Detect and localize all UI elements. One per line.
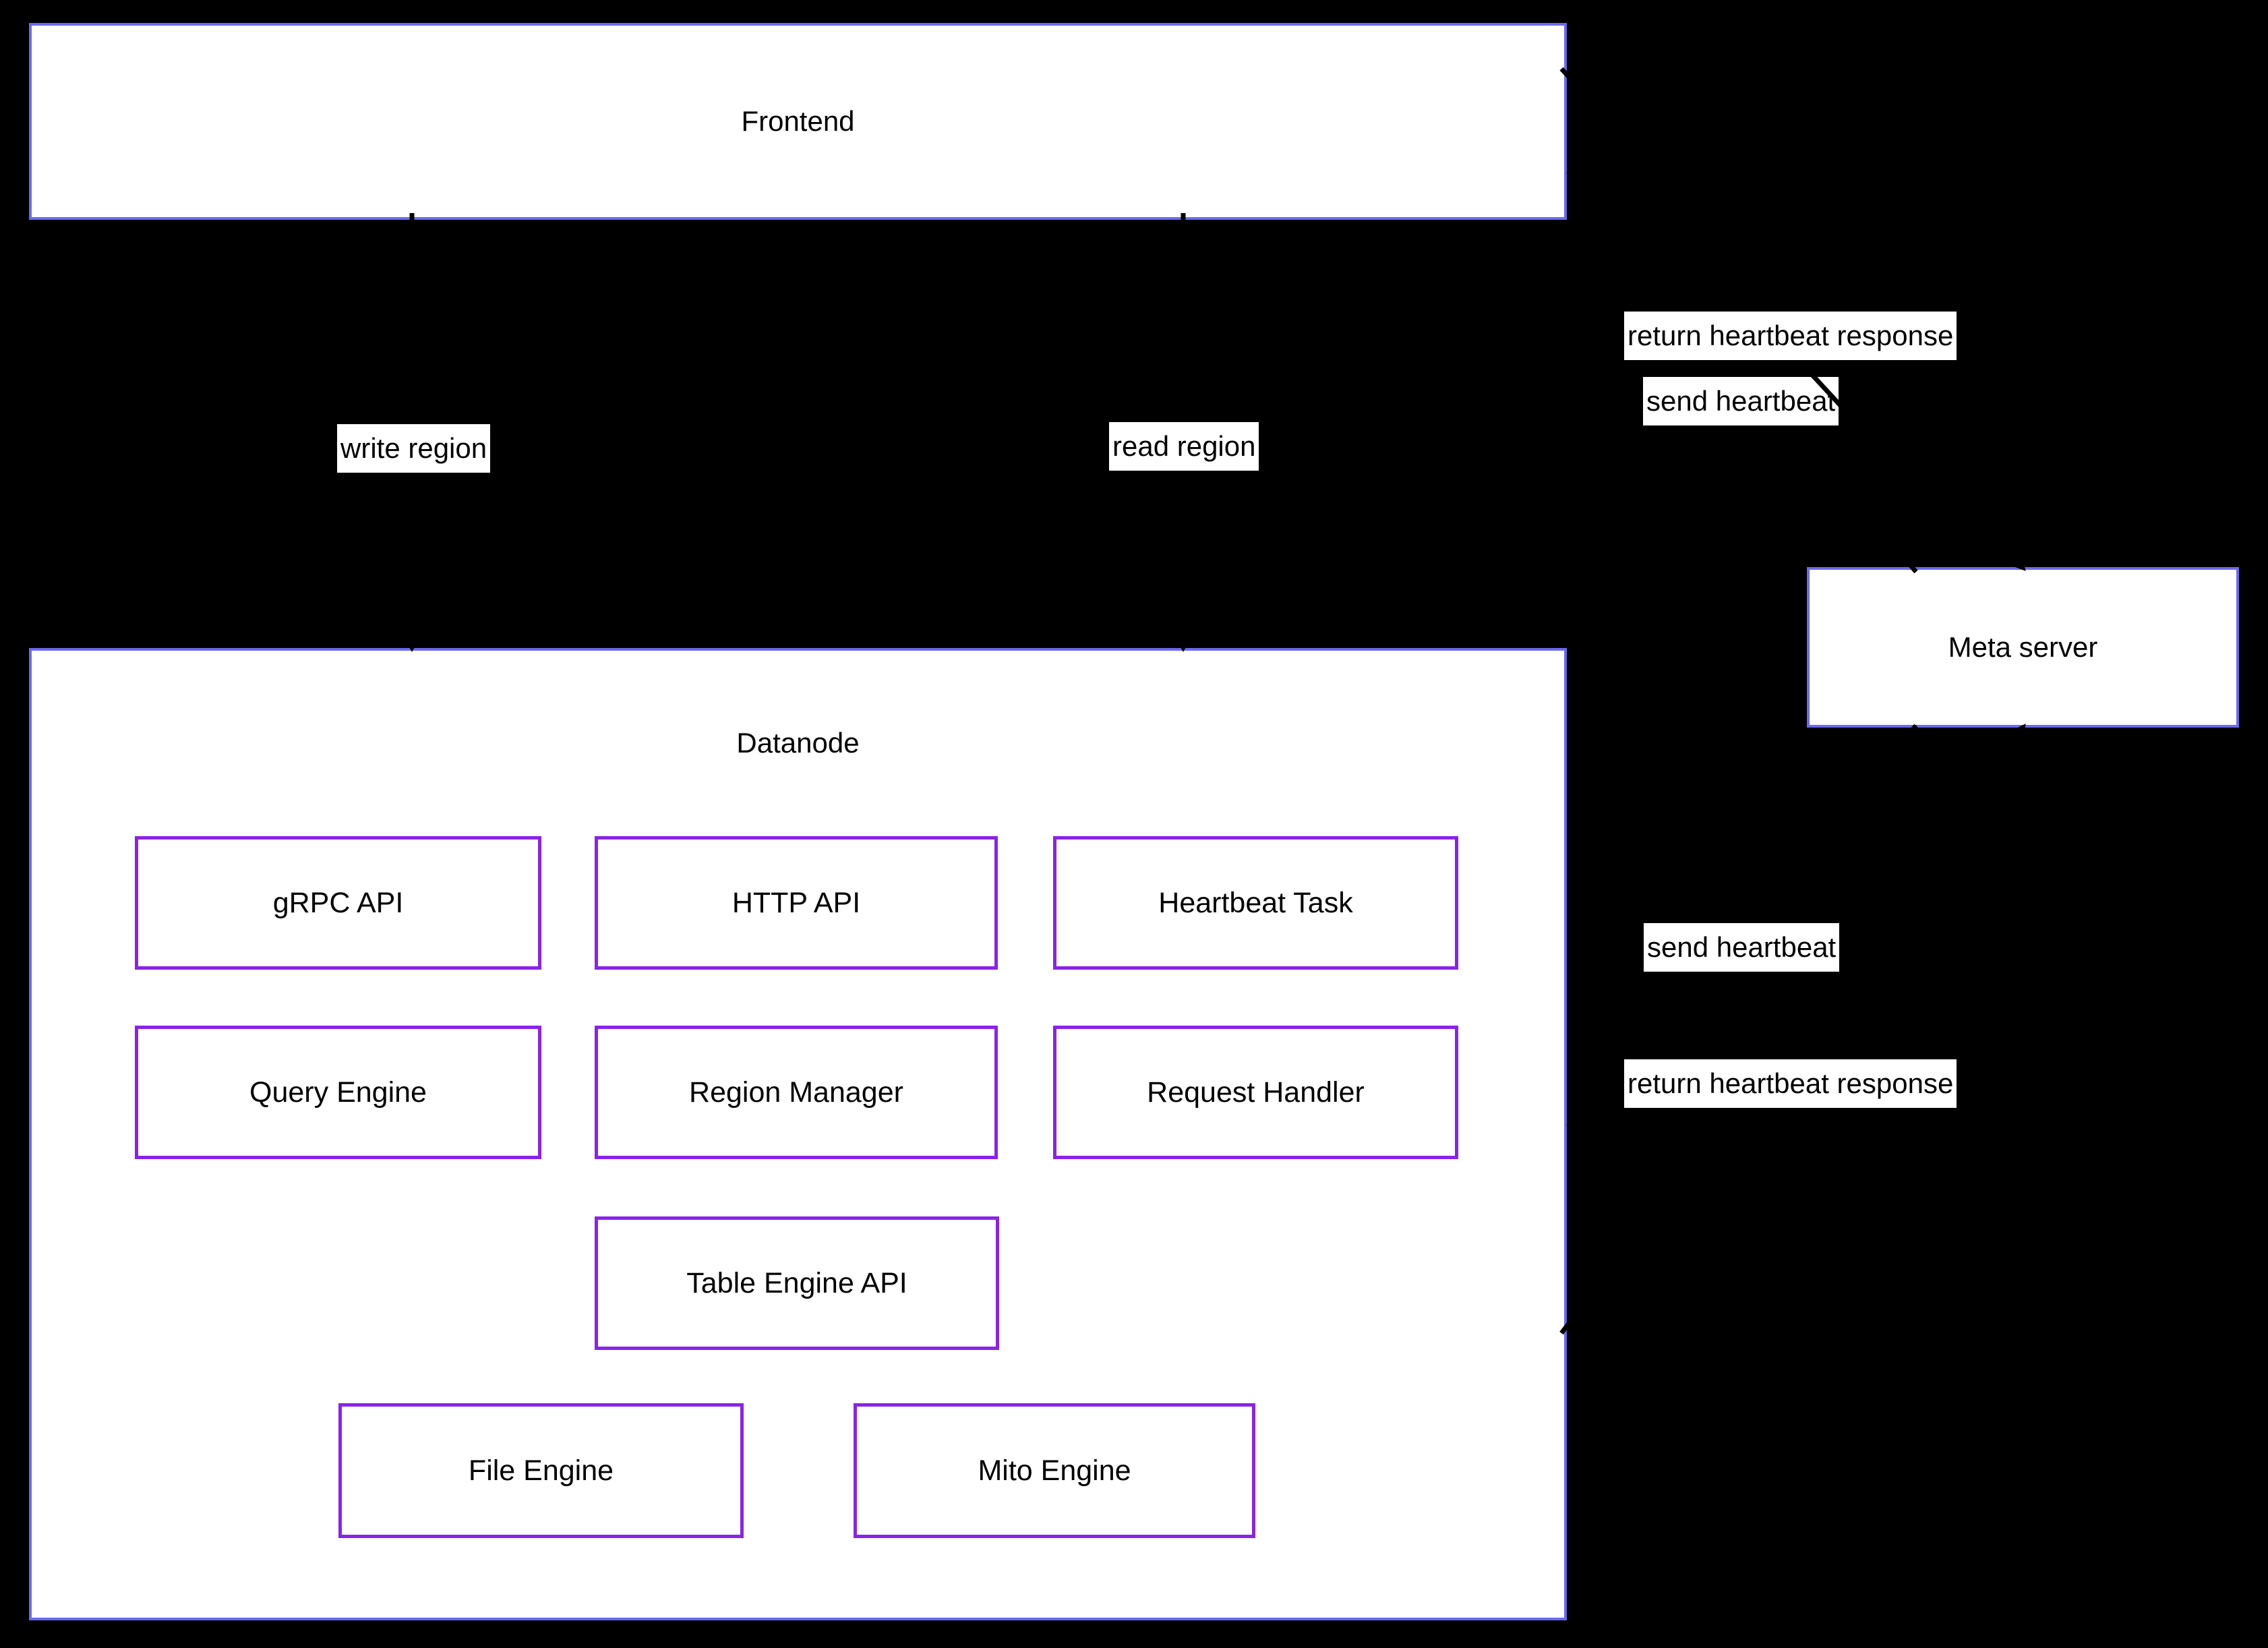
node-frontend-label: Frontend [741, 105, 855, 137]
node-heartbeat-task-label: Heartbeat Task [1158, 886, 1353, 919]
node-region-manager: Region Manager [595, 1026, 998, 1159]
node-http-api: HTTP API [595, 836, 998, 970]
node-region-manager-label: Region Manager [689, 1076, 903, 1109]
node-request-handler-label: Request Handler [1147, 1076, 1365, 1109]
node-frontend: Frontend [29, 23, 1567, 220]
edge-label-return-heartbeat-response-top: return heartbeat response [1624, 312, 1957, 360]
node-grpc-api-label: gRPC API [272, 886, 404, 919]
node-grpc-api: gRPC API [135, 836, 541, 970]
edge-label-write-region: write region [337, 424, 491, 473]
node-http-api-label: HTTP API [732, 886, 861, 919]
arrow-meta-return-heartbeat-frontend [1566, 172, 1918, 574]
edge-label-send-heartbeat-top: send heartbeat [1643, 377, 1839, 425]
node-heartbeat-task: Heartbeat Task [1053, 836, 1458, 970]
node-datanode-label: Datanode [736, 727, 860, 759]
node-mito-engine: Mito Engine [854, 1403, 1255, 1538]
node-table-engine-api-label: Table Engine API [686, 1266, 907, 1299]
edge-label-return-heartbeat-response-mid: return heartbeat response [1624, 1059, 1957, 1108]
node-mito-engine-label: Mito Engine [978, 1454, 1131, 1487]
edge-label-send-heartbeat-mid: send heartbeat [1644, 923, 1840, 972]
edge-label-read-region: read region [1109, 422, 1259, 471]
node-meta-server-label: Meta server [1948, 631, 2098, 663]
node-meta-server: Meta server [1807, 567, 2239, 728]
node-file-engine: File Engine [338, 1403, 744, 1538]
node-query-engine-label: Query Engine [249, 1076, 427, 1109]
node-file-engine-label: File Engine [468, 1454, 614, 1487]
arrow-datanode-send-heartbeat [1559, 724, 2026, 1335]
node-query-engine: Query Engine [135, 1026, 541, 1159]
node-table-engine-api: Table Engine API [595, 1216, 999, 1350]
node-request-handler: Request Handler [1053, 1026, 1458, 1159]
